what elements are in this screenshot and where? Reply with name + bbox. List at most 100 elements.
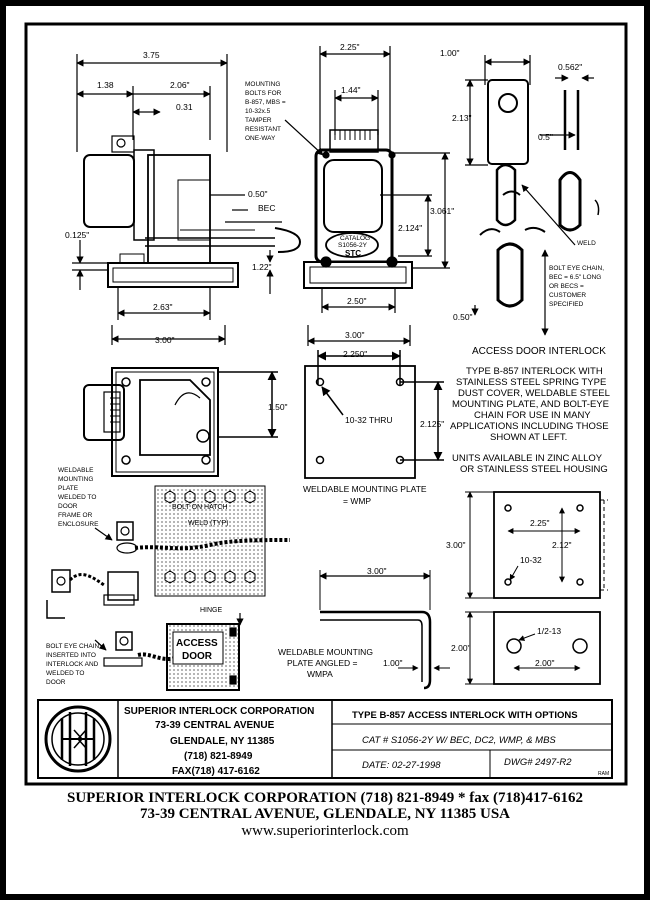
dim-chain-slot: 0.562" [558,62,582,72]
chain-weld: WELD [577,240,596,247]
install-sketch [46,485,291,691]
tb-dwg: DWG# 2497-R2 [504,757,572,768]
mount-note-5: RESISTANT [245,126,281,133]
access-desc-0: TYPE B-857 INTERLOCK WITH [466,366,603,377]
tb-company: SUPERIOR INTERLOCK CORPORATION [124,706,314,717]
dim-front-top: 2.25" [340,42,360,52]
title-block [37,699,613,779]
dim-wmpa-depth: 1.00" [383,658,403,668]
dim-plate-h2: 2.00" [451,643,471,653]
access-units-1: OR STAINLESS STEEL HOUSING [460,464,608,475]
wmp-caption-0: WELDABLE MOUNTING PLATE [303,484,427,494]
install-access-door-0: ACCESS [176,638,218,649]
tb-initials: RAM [598,771,609,777]
install-weldable-3: WELDED TO [58,494,96,501]
tb-fax: FAX(718) 417-6162 [172,766,260,777]
dim-front-width: 3.00" [345,330,365,340]
install-bolt-eye-4: DOOR [46,679,66,686]
side-view-labels: 3.75 1.38 2.06" 0.31 0.50" BEC 0.125" 1.… [65,50,275,345]
dim-plate-w: 2.25" [530,518,550,528]
wmp-plate [304,350,444,479]
dim-half: 0.50" [248,189,268,199]
footer-line1: SUPERIOR INTERLOCK CORPORATION (718) 821… [67,790,583,806]
dim-chain-opening: 0.5" [538,132,553,142]
catalog-label-1: S1056-2Y [338,242,368,249]
chain-view [465,55,600,336]
dim-chain-bottom: 0.50" [453,312,473,322]
install-weld-typ: WELD (TYP) [188,520,228,527]
chain-view-labels: 1.00" 0.562" 2.13" 0.5" 0.50" WELD BOLT … [440,48,604,322]
dim-left: 1.38 [97,80,114,90]
access-notes: ACCESS DOOR INTERLOCK TYPE B-857 INTERLO… [450,346,610,475]
wmpa-labels: 3.00" 1.00" WELDABLE MOUNTING PLATE ANGL… [278,566,403,679]
dim-plate-w2: 2.00" [535,658,555,668]
chain-note-4: SPECIFIED [549,301,584,308]
access-desc-5: APPLICATIONS INCLUDING THOSE [450,421,609,432]
dim-wmp-height: 2.125" [420,419,444,429]
front-logo: STC [345,249,361,258]
chain-note-1: BEC = 6.5" LONG [549,274,601,281]
dim-rise: 1.22" [252,262,272,272]
tb-title: TYPE B-857 ACCESS INTERLOCK WITH OPTIONS [352,710,578,721]
wmpa-caption-2: WMPA [307,669,333,679]
drawing-border [24,22,628,786]
mount-note-2: B-857, MBS = [245,99,286,106]
dim-overall: 3.75 [143,50,160,60]
access-desc-3: MOUNTING PLATE, AND BOLT-EYE [452,399,609,410]
footer-line2: 73-39 CENTRAL AVENUE, GLENDALE, NY 11385… [140,806,510,822]
dim-width: 3.00" [155,335,175,345]
tb-date: DATE: 02-27-1998 [362,760,441,771]
dim-chain-height: 2.13" [452,113,472,123]
install-bolt-hatch: BOLT ON HATCH [172,504,228,511]
access-desc-1: STAINLESS STEEL SPRING TYPE [456,377,606,388]
dim-front-height: 3.061" [430,206,454,216]
dim-wmp-thru: 10-32 THRU [345,415,393,425]
mount-note-4: TAMPER [245,117,272,124]
install-weldable-4: DOOR [58,503,78,510]
dim-plan-height: 1.50" [268,402,288,412]
mount-note-1: BOLTS FOR [245,90,282,97]
install-bolt-eye-1: INSERTED INTO [46,652,96,659]
install-labels: WELDABLE MOUNTING PLATE WELDED TO DOOR F… [46,467,228,686]
tb-city: GLENDALE, NY 11385 [170,736,275,747]
install-weldable-0: WELDABLE [58,467,94,474]
dim-plate-h: 2.12" [552,540,572,550]
dim-wmpa-width: 3.00" [367,566,387,576]
install-access-door-1: DOOR [182,651,213,662]
dim-thick: 0.125" [65,230,89,240]
tb-cat: CAT # S1056-2Y W/ BEC, DC2, WMP, & MBS [362,735,556,746]
access-desc-6: SHOWN AT LEFT. [490,432,567,443]
footer-line3: www.superiorinterlock.com [241,823,409,839]
install-weldable-1: MOUNTING [58,476,93,483]
chain-note-3: CUSTOMER [549,292,586,299]
dim-front-base: 2.50" [347,296,367,306]
dim-plate-height: 3.00" [446,540,466,550]
tb-street: 73-39 CENTRAL AVENUE [155,720,275,731]
install-weldable-2: PLATE [58,485,79,492]
access-heading: ACCESS DOOR INTERLOCK [472,346,606,357]
plan-view [83,367,278,477]
dim-mid: 2.06" [170,80,190,90]
access-units-0: UNITS AVAILABLE IN ZINC ALLOY [452,453,603,464]
wmp-caption-1: = WMP [343,496,371,506]
plate-right [465,491,608,685]
title-block-text: SUPERIOR INTERLOCK CORPORATION 73-39 CEN… [124,706,609,777]
dim-small: 0.31 [176,102,193,112]
side-view [72,54,302,345]
install-hinge: HINGE [200,607,223,614]
dim-plate-hole2: 1/2-13 [537,626,561,636]
mount-note-3: 10-32x.5 [245,108,271,115]
dim-chain-w: 1.00" [440,48,460,58]
catalog-label-0: CATALOG [340,235,370,242]
access-desc-4: CHAIN FOR USE IN MANY [474,410,591,421]
dim-bec: BEC [258,203,275,213]
wmpa-caption-0: WELDABLE MOUNTING [278,647,373,657]
front-view-labels: 2.25" 1.44" 3.061" 2.124" 2.50" 3.00" MO… [245,42,454,340]
mount-note-6: ONE-WAY [245,135,276,142]
dim-front-inner-h: 2.124" [398,223,422,233]
wmpa-angle [319,570,450,690]
tb-phone: (718) 821-8949 [184,751,253,762]
dim-front-inner: 1.44" [341,85,361,95]
access-desc-2: DUST COVER, WELDABLE STEEL [458,388,610,399]
dim-wmp-width: 2.250" [343,349,367,359]
